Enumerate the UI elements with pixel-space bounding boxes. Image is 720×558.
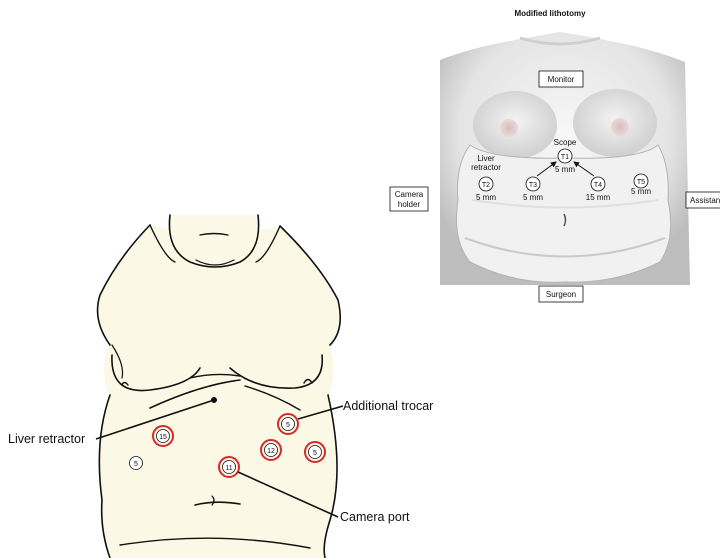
svg-text:5: 5 [134, 461, 138, 468]
bottom-figure [98, 215, 341, 558]
svg-text:11: 11 [225, 465, 232, 472]
svg-text:5: 5 [286, 422, 290, 429]
assistant-box: Assistant [686, 192, 720, 208]
liver-retractor-label-2: retractor [471, 163, 501, 172]
svg-text:5 mm: 5 mm [631, 187, 651, 196]
svg-text:T2: T2 [482, 182, 490, 189]
bottom-body [98, 225, 341, 558]
camera-port-label: Camera port [340, 510, 410, 524]
scope-label: Scope [554, 138, 577, 147]
svg-text:15 mm: 15 mm [586, 193, 611, 202]
svg-text:5 mm: 5 mm [555, 165, 575, 174]
svg-text:Surgeon: Surgeon [546, 290, 576, 299]
top-figure-title: Modified lithotomy [514, 9, 586, 18]
additional-trocar-label: Additional trocar [343, 399, 433, 413]
top-figure: Modified lithotomy Monitor Camera holder… [390, 9, 720, 302]
svg-text:5: 5 [313, 450, 317, 457]
svg-text:5 mm: 5 mm [476, 193, 496, 202]
svg-text:T3: T3 [529, 182, 537, 189]
svg-text:Assistant: Assistant [690, 196, 720, 205]
surgeon-box: Surgeon [539, 286, 583, 302]
svg-text:T4: T4 [594, 182, 602, 189]
svg-text:5 mm: 5 mm [523, 193, 543, 202]
monitor-box: Monitor [539, 71, 583, 87]
liver-retractor-callout: Liver retractor [8, 432, 85, 446]
svg-text:15: 15 [159, 434, 167, 441]
svg-text:Monitor: Monitor [548, 75, 575, 84]
liver-retractor-label: Liver [477, 154, 495, 163]
svg-text:T5: T5 [637, 179, 645, 186]
svg-text:Camera: Camera [395, 190, 424, 199]
svg-text:holder: holder [398, 200, 421, 209]
camera-holder-box: Camera holder [390, 187, 428, 211]
port-5-plain: 5 [130, 457, 143, 470]
svg-text:12: 12 [267, 448, 275, 455]
svg-text:T1: T1 [561, 154, 569, 161]
